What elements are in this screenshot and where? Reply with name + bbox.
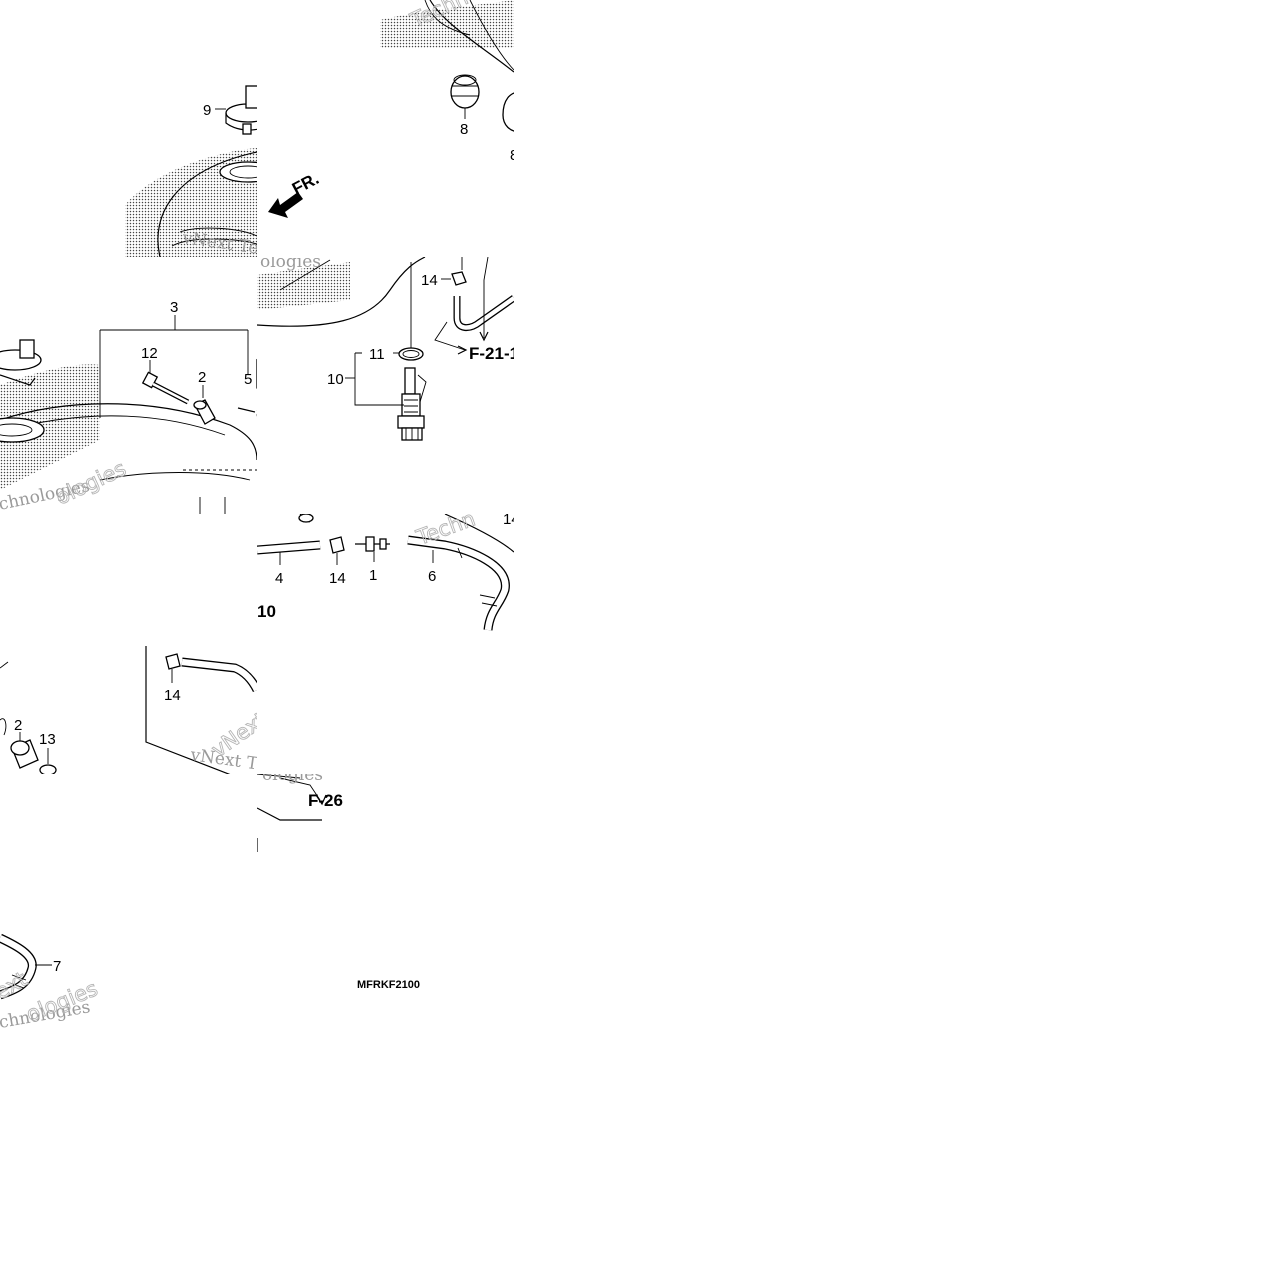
clip-14c-icon bbox=[165, 653, 181, 670]
watermark-text: ologies bbox=[52, 456, 130, 509]
tube-7-icon bbox=[0, 933, 37, 1000]
tile-tank-mount-bolt: 3 12 2 5 8 chnologies ologies bbox=[0, 299, 264, 514]
reference-f21: F-21-1 bbox=[469, 344, 519, 363]
cushion-5-icon bbox=[256, 358, 257, 389]
callout-10: 10 bbox=[327, 371, 344, 388]
front-direction-arrow-icon bbox=[268, 192, 303, 218]
watermark-text: ologies bbox=[262, 765, 323, 785]
cap-lock-icon bbox=[0, 339, 42, 386]
nut-13-icon bbox=[39, 764, 57, 774]
cushion-8-icon bbox=[450, 74, 480, 109]
tile-cushions-front-arrow: 8 8 FR. Techn bbox=[268, 0, 518, 218]
callout-partial: 14 bbox=[503, 511, 520, 528]
callout-4: 4 bbox=[275, 570, 283, 587]
fuel-cap-icon bbox=[225, 85, 257, 135]
drawing-code: MFRKF2100 bbox=[357, 979, 420, 991]
callout-14: 14 bbox=[421, 272, 438, 289]
watermark-text: ologies bbox=[260, 252, 321, 272]
collar-2b-icon bbox=[10, 739, 39, 769]
callout-14b: 14 bbox=[329, 570, 346, 587]
tile-tank-top-cap: 9 vNext Tec bbox=[125, 85, 257, 257]
tile-hoses: 4 14 1 6 14 10 Techn bbox=[257, 511, 520, 631]
callout-9: 9 bbox=[203, 102, 211, 119]
callout-2b: 2 bbox=[14, 717, 22, 734]
collar-2-icon bbox=[193, 399, 216, 425]
clip-14b-icon bbox=[329, 536, 345, 554]
callout-12: 12 bbox=[141, 345, 158, 362]
fuel-gauge-unit-icon bbox=[397, 367, 427, 441]
callout-8b: 8 bbox=[256, 405, 264, 422]
bolt-12-icon bbox=[141, 371, 190, 405]
tile-fuel-unit: ologies 11 10 14 F-21-1 bbox=[257, 252, 519, 441]
callout-11: 11 bbox=[369, 346, 385, 363]
tile-f26-reference: ologies F-26 bbox=[257, 765, 343, 852]
callout-2: 2 bbox=[198, 369, 206, 386]
callout-5: 5 bbox=[244, 371, 252, 388]
bolt-1-icon bbox=[355, 536, 390, 552]
callout-13: 13 bbox=[39, 731, 56, 748]
reference-partial: 10 bbox=[257, 602, 276, 621]
callout-7: 7 bbox=[53, 958, 61, 975]
callout-partial: 8 bbox=[510, 147, 518, 164]
clip-14-icon bbox=[451, 271, 467, 286]
callout-14c: 14 bbox=[164, 687, 181, 704]
o-ring-11-icon bbox=[398, 347, 424, 361]
tile-collar-nut: 2 13 14 vNext Tec vNext bbox=[0, 646, 257, 774]
callout-3: 3 bbox=[170, 299, 178, 316]
front-label: FR. bbox=[289, 169, 322, 199]
callout-1: 1 bbox=[369, 567, 377, 584]
hose-4-icon bbox=[257, 540, 321, 555]
callout-6: 6 bbox=[428, 568, 436, 585]
reference-f26: F-26 bbox=[308, 791, 343, 810]
hose-6-icon bbox=[407, 535, 510, 631]
tile-breather-tube: 7 chnologies ologies ext bbox=[0, 933, 101, 1029]
callout-8: 8 bbox=[460, 121, 468, 138]
